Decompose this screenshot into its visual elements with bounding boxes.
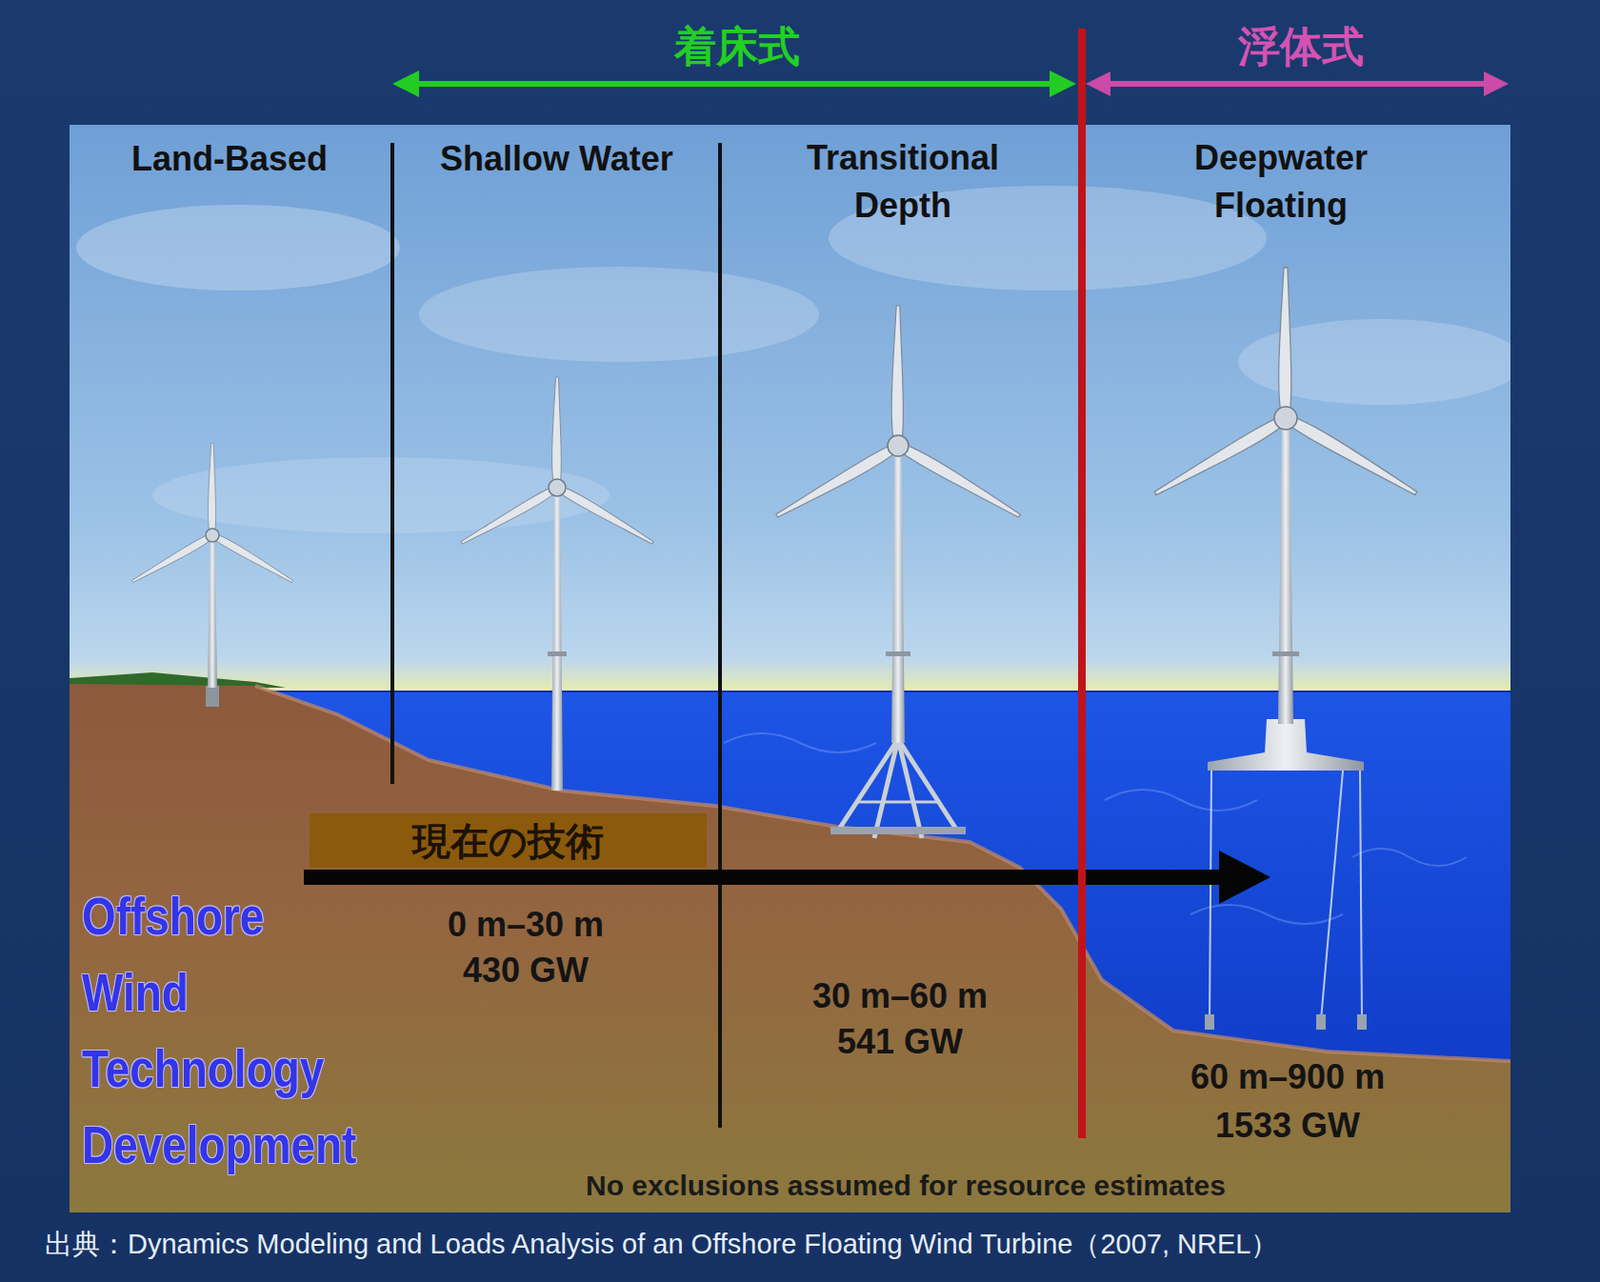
column-heading: Deepwater Floating — [1194, 134, 1368, 230]
capacity-value: 541 GW — [837, 1020, 963, 1062]
side-title: Offshore Wind Technology Development — [81, 878, 357, 1183]
scene — [69, 124, 1511, 1213]
technology-box: 現在の技術 — [309, 813, 707, 868]
capacity-value: 430 GW — [462, 949, 589, 991]
column-heading: Land-Based — [131, 138, 328, 180]
column-heading: Transitional Depth — [806, 134, 1000, 230]
range-heading: 浮体式 — [1238, 20, 1364, 72]
column-heading: Shallow Water — [440, 138, 674, 180]
depth-range: 0 m–30 m — [447, 903, 604, 945]
capacity-value: 1533 GW — [1215, 1104, 1360, 1146]
source-caption: 出典：Dynamics Modeling and Loads Analysis … — [44, 1225, 1279, 1264]
note: No exclusions assumed for resource estim… — [585, 1168, 1226, 1203]
box-text: 現在の技術 — [412, 818, 604, 864]
range-heading: 着床式 — [674, 20, 800, 72]
depth-range: 30 m–60 m — [812, 975, 988, 1017]
depth-range: 60 m–900 m — [1190, 1056, 1385, 1098]
